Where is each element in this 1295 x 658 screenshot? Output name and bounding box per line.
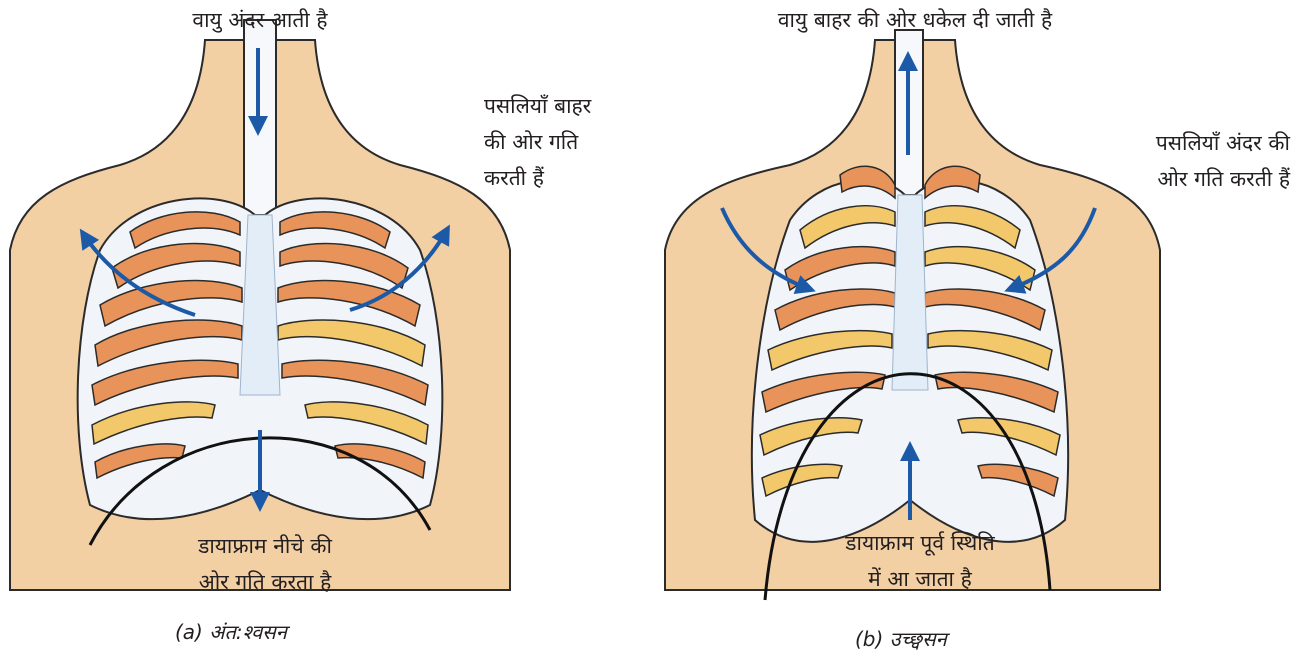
diaphragm-restore-label-line-2: में आ जाता है — [800, 561, 1040, 597]
diaphragm-down-label-line-1: डायाफ्राम नीचे की — [160, 528, 370, 564]
ribs-in-label: पसलियाँ अंदर की ओर गति करती हैं — [1110, 125, 1290, 197]
ribs-out-label-line-2: की ओर गति — [484, 124, 591, 160]
inhalation-figure — [10, 20, 510, 590]
ribs-in-label-line-1: पसलियाँ अंदर की — [1110, 125, 1290, 161]
diaphragm-down-label-line-2: ओर गति करता है — [160, 564, 370, 600]
caption-inhalation: (a) अंत:श्वसन — [175, 618, 287, 645]
ribs-in-label-line-2: ओर गति करती हैं — [1110, 161, 1290, 197]
air-in-label: वायु अंदर आती है — [150, 2, 370, 38]
ribs-out-label-line-1: पसलियाँ बाहर — [484, 88, 591, 124]
exhalation-figure — [665, 30, 1160, 600]
sternum-right — [892, 195, 928, 390]
ribs-out-label: पसलियाँ बाहर की ओर गति करती हैं — [484, 88, 591, 196]
ribs-out-label-line-3: करती हैं — [484, 160, 591, 196]
air-out-label: वायु बाहर की ओर धकेल दी जाती है — [715, 2, 1115, 38]
diaphragm-restore-label-line-1: डायाफ्राम पूर्व स्थिति — [800, 525, 1040, 561]
diaphragm-restore-label: डायाफ्राम पूर्व स्थिति में आ जाता है — [800, 525, 1040, 597]
caption-exhalation: (b) उच्छ्वसन — [855, 625, 947, 652]
diaphragm-down-label: डायाफ्राम नीचे की ओर गति करता है — [160, 528, 370, 600]
